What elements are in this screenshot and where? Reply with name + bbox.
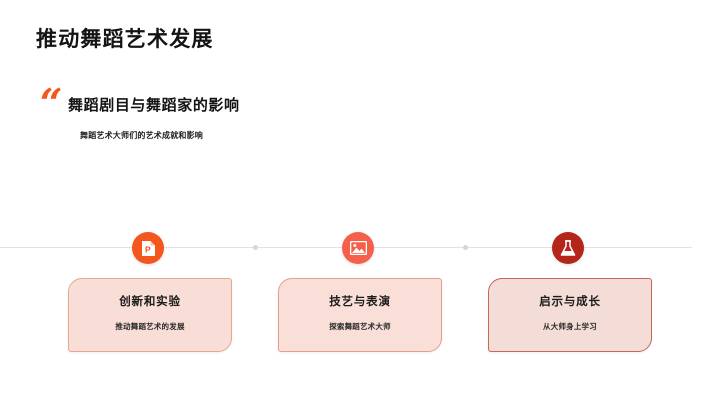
milestone-card-3-title: 启示与成长 <box>539 296 601 308</box>
milestone-icon-2[interactable] <box>342 232 374 264</box>
milestone-card-1[interactable]: 创新和实验 推动舞蹈艺术的发展 <box>68 278 232 352</box>
quote-heading: 舞蹈剧目与舞蹈家的影响 <box>68 97 240 114</box>
milestone-card-3-subtitle: 从大师身上学习 <box>543 321 597 331</box>
milestone-card-3[interactable]: 启示与成长 从大师身上学习 <box>488 278 652 352</box>
milestone-card-1-subtitle: 推动舞蹈艺术的发展 <box>115 321 185 331</box>
quote-row: “ 舞蹈剧目与舞蹈家的影响 <box>34 80 458 127</box>
flask-beaker-icon <box>560 239 576 257</box>
quote-mark-icon: “ <box>34 80 62 127</box>
milestone-icon-3[interactable] <box>552 232 584 264</box>
timeline-dot-2 <box>463 245 468 250</box>
timeline-dot-1 <box>253 245 258 250</box>
image-picture-icon <box>349 241 367 255</box>
presentation-file-icon: P <box>141 240 156 257</box>
svg-text:P: P <box>145 244 151 254</box>
milestone-card-1-title: 创新和实验 <box>119 296 181 308</box>
milestone-card-2[interactable]: 技艺与表演 探索舞蹈艺术大师 <box>278 278 442 352</box>
milestone-card-2-title: 技艺与表演 <box>329 296 391 308</box>
quote-block: “ 舞蹈剧目与舞蹈家的影响 舞蹈艺术大师们的艺术成就和影响 <box>34 80 458 141</box>
quote-subtitle: 舞蹈艺术大师们的艺术成就和影响 <box>80 130 203 140</box>
page-title: 推动舞蹈艺术发展 <box>36 28 214 51</box>
milestone-icon-1[interactable]: P <box>132 232 164 264</box>
milestone-card-2-subtitle: 探索舞蹈艺术大师 <box>329 321 391 331</box>
